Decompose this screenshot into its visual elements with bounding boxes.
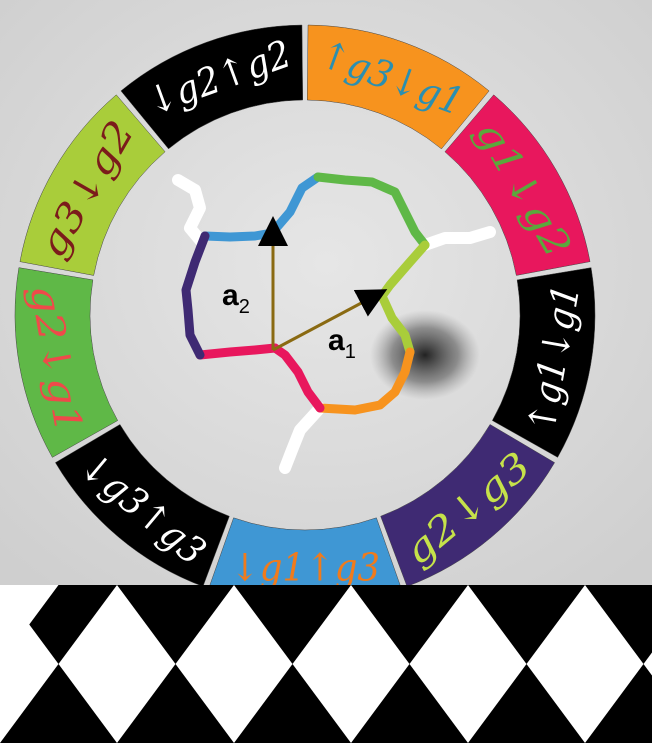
triangle-tiling — [0, 585, 652, 743]
dark-blob — [370, 310, 480, 400]
seg-bottom-right-blue-label: ↓g1↑g3 — [230, 546, 380, 590]
